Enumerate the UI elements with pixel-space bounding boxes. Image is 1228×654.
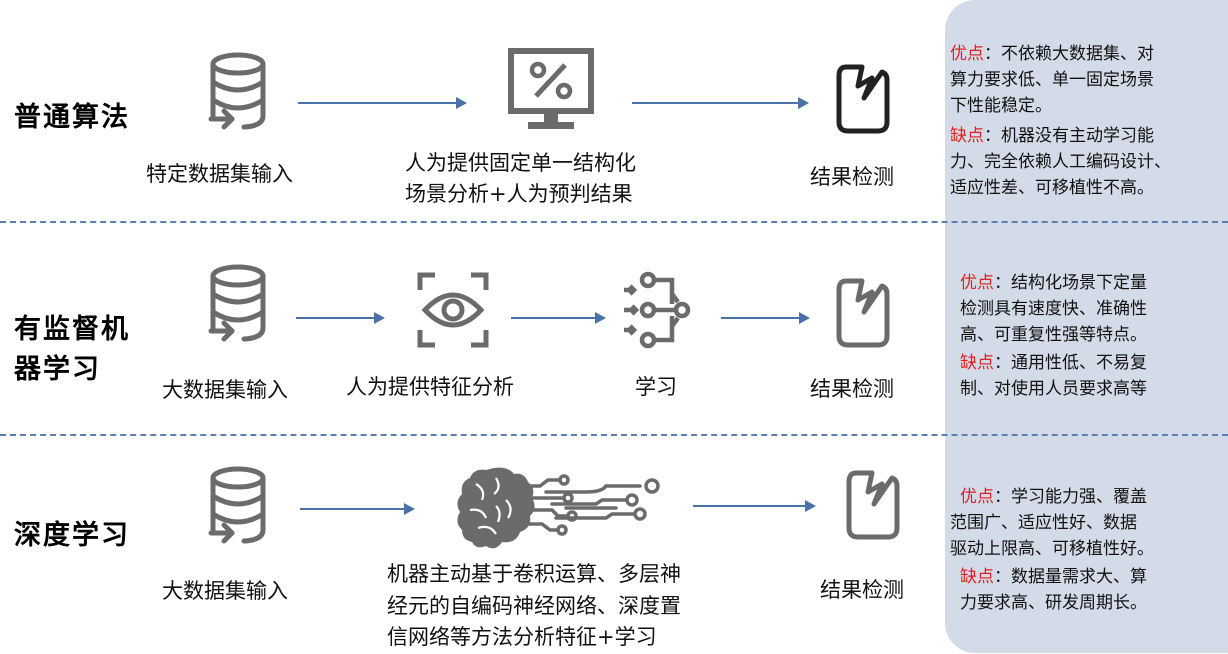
pros-tag: 优点 [950, 44, 984, 64]
row-title-supervised-ml-line-1: 有监督机 [14, 314, 130, 345]
pros-tag: 优点 [960, 487, 994, 507]
step-label: 结果检测 [820, 578, 904, 602]
pros-text-line: 优点：不依赖大数据集、对 [950, 44, 1154, 64]
pros-text-line: 优点：学习能力强、覆盖 [960, 487, 1147, 507]
comparison-panel [945, 0, 1228, 653]
flow-arrow [721, 312, 810, 324]
cons-text-line: 缺点：数据量需求大、算 [960, 567, 1147, 587]
step-label: 人为提供特征分析 [346, 375, 514, 399]
cons-tag: 缺点 [950, 126, 984, 146]
document-icon [846, 470, 900, 540]
percent-monitor-icon [508, 48, 594, 129]
eye-scan-icon [417, 272, 489, 348]
cons-text-line: 缺点：机器没有主动学习能 [950, 126, 1154, 146]
row-title-supervised-ml-line-2: 器学习 [14, 354, 101, 385]
step-label: 学习 [635, 375, 677, 399]
row-divider [0, 434, 1228, 436]
cons-text-line: 缺点：通用性低、不易复 [960, 353, 1147, 373]
step-label: 大数据集输入 [162, 378, 288, 402]
step-label-line-2: 经元的自编码神经网络、深度置 [387, 594, 681, 618]
flow-arrow [693, 500, 816, 512]
cons-tag: 缺点 [960, 567, 994, 587]
pros-text-line: 高、可重复性强等特点。 [960, 325, 1147, 345]
pros-text-line: 范围广、适应性好、数据 [950, 513, 1137, 533]
step-label-line-2: 场景分析+人为预判结果 [405, 182, 633, 206]
step-label: 大数据集输入 [162, 579, 288, 603]
pros-text-line: 驱动上限高、可移植性好。 [950, 539, 1154, 559]
row-title-traditional-algorithm: 普通算法 [14, 102, 130, 133]
document-icon [836, 64, 890, 134]
flow-arrow [296, 312, 385, 324]
pros-text-line: 优点：结构化场景下定量 [960, 273, 1147, 293]
database-icon [208, 52, 266, 130]
database-icon [208, 466, 266, 544]
flow-arrow [298, 97, 467, 109]
row-title-deep-learning: 深度学习 [14, 520, 130, 551]
step-label-line-3: 信网络等方法分析特征+学习 [387, 625, 657, 649]
document-icon [836, 278, 890, 348]
step-label: 特定数据集输入 [146, 162, 293, 186]
ai-brain-circuit-icon [457, 467, 660, 549]
database-icon [208, 264, 266, 342]
step-label-line-1: 人为提供固定单一结构化 [405, 151, 636, 175]
pros-text-line: 检测具有速度快、准确性 [960, 299, 1147, 319]
flow-arrow [632, 97, 809, 109]
row-divider [0, 221, 1228, 223]
flow-arrow [511, 312, 606, 324]
cons-text-line: 适应性差、可移植性不高。 [950, 178, 1154, 198]
pros-text-line: 下性能稳定。 [950, 96, 1052, 116]
pros-tag: 优点 [960, 273, 994, 293]
flow-arrow [300, 503, 415, 515]
step-label: 结果检测 [810, 165, 894, 189]
network-learning-icon [624, 271, 691, 349]
cons-text-line: 制、对使用人员要求高等 [960, 379, 1147, 399]
cons-tag: 缺点 [960, 353, 994, 373]
cons-text-line: 力、完全依赖人工编码设计、 [950, 152, 1171, 172]
step-label: 结果检测 [810, 377, 894, 401]
cons-text-line: 力要求高、研发周期长。 [960, 593, 1147, 613]
step-label-line-1: 机器主动基于卷积运算、多层神 [387, 562, 681, 586]
pros-text-line: 算力要求低、单一固定场景 [950, 70, 1154, 90]
